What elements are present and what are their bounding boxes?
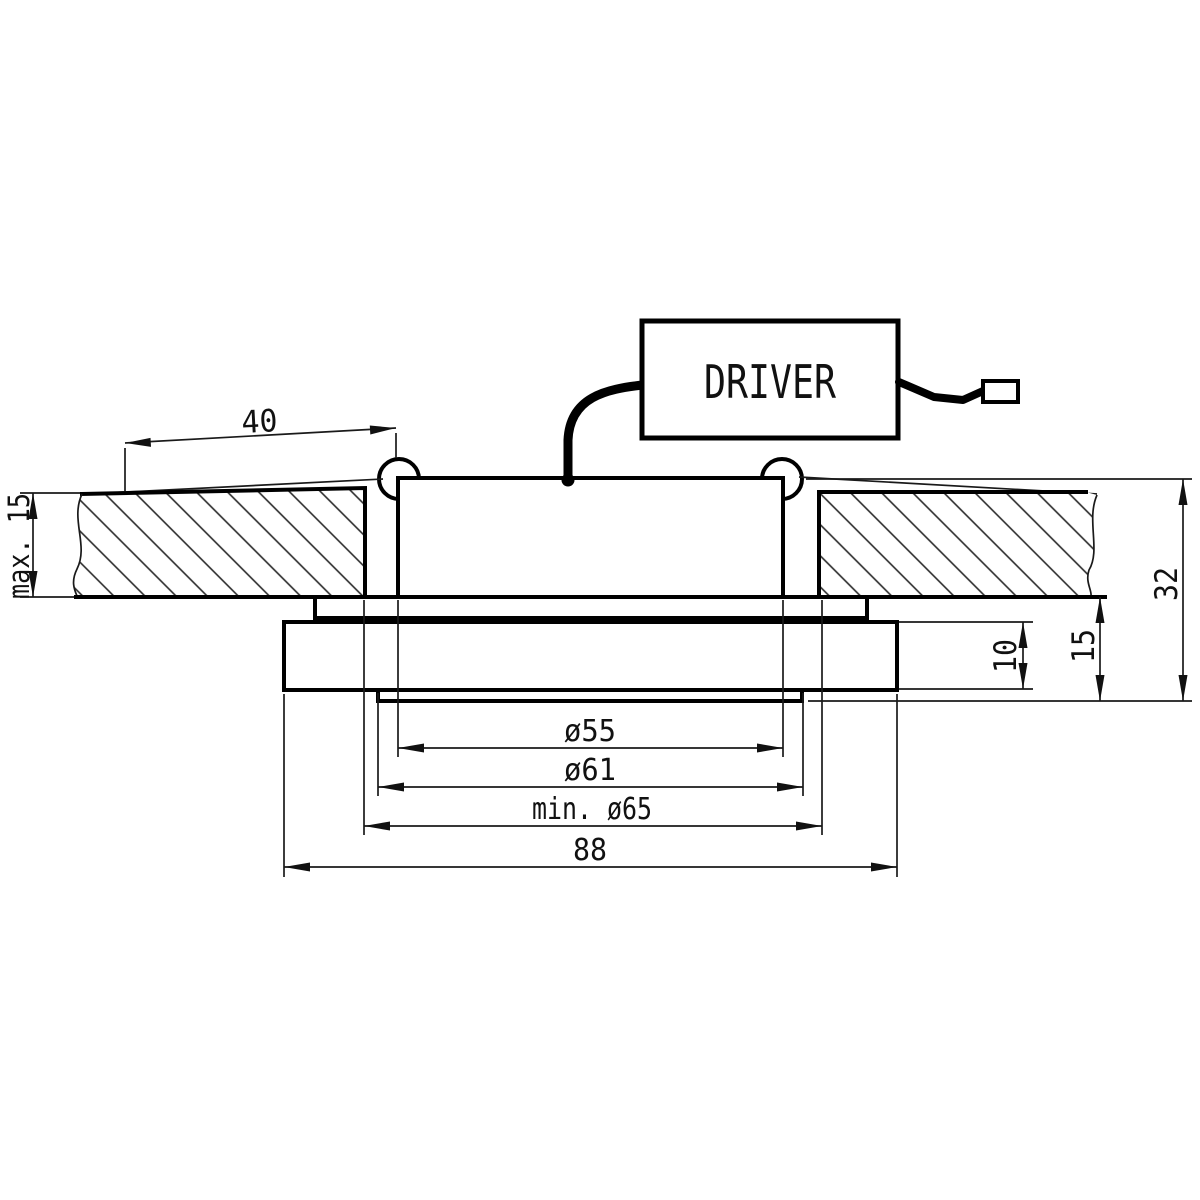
driver-label: DRIVER [704, 355, 836, 409]
fixture-wire [563, 380, 648, 483]
wire-entry-dot [561, 473, 575, 487]
dim-label-15: 15 [1066, 629, 1102, 663]
mains-wire [895, 378, 987, 404]
dim-label-d61: ø61 [564, 753, 616, 788]
break-line-right [1086, 494, 1098, 597]
connector-plug [981, 379, 1020, 404]
dim-label-d55: ø55 [564, 714, 616, 749]
dim-label-10: 10 [988, 639, 1024, 673]
dimension-body-diameter: ø55 [397, 600, 784, 757]
dim-label-88: 88 [573, 833, 607, 868]
dimension-recess-depth: 15 [1066, 597, 1105, 701]
dimension-trim-thickness: 10 [899, 621, 1033, 690]
dim-label-32: 32 [1149, 567, 1185, 601]
dim-label-max15: max. 15 [2, 493, 36, 599]
ceiling-slab-left [72, 485, 367, 598]
ceiling-slab-right [817, 490, 1098, 598]
fixture-body [396, 476, 785, 599]
dim-label-min-d65: min. ø65 [532, 792, 652, 827]
driver-box [639, 318, 901, 441]
dimension-cutout-diameter: min. ø65 [363, 600, 823, 835]
dimension-trim-diameter: 88 [283, 694, 898, 877]
dimension-glass-diameter: ø61 [377, 693, 804, 796]
dimension-ceiling-thickness: max. 15 [2, 492, 80, 599]
mounting-flange [313, 595, 869, 620]
dim-label-40: 40 [241, 403, 279, 441]
break-line-left [72, 493, 83, 597]
glass-diffuser [376, 688, 804, 703]
dimension-surface-offset: 40 [124, 403, 397, 491]
trim-ring [282, 620, 899, 692]
dimension-overall-depth: 32 [806, 478, 1192, 702]
